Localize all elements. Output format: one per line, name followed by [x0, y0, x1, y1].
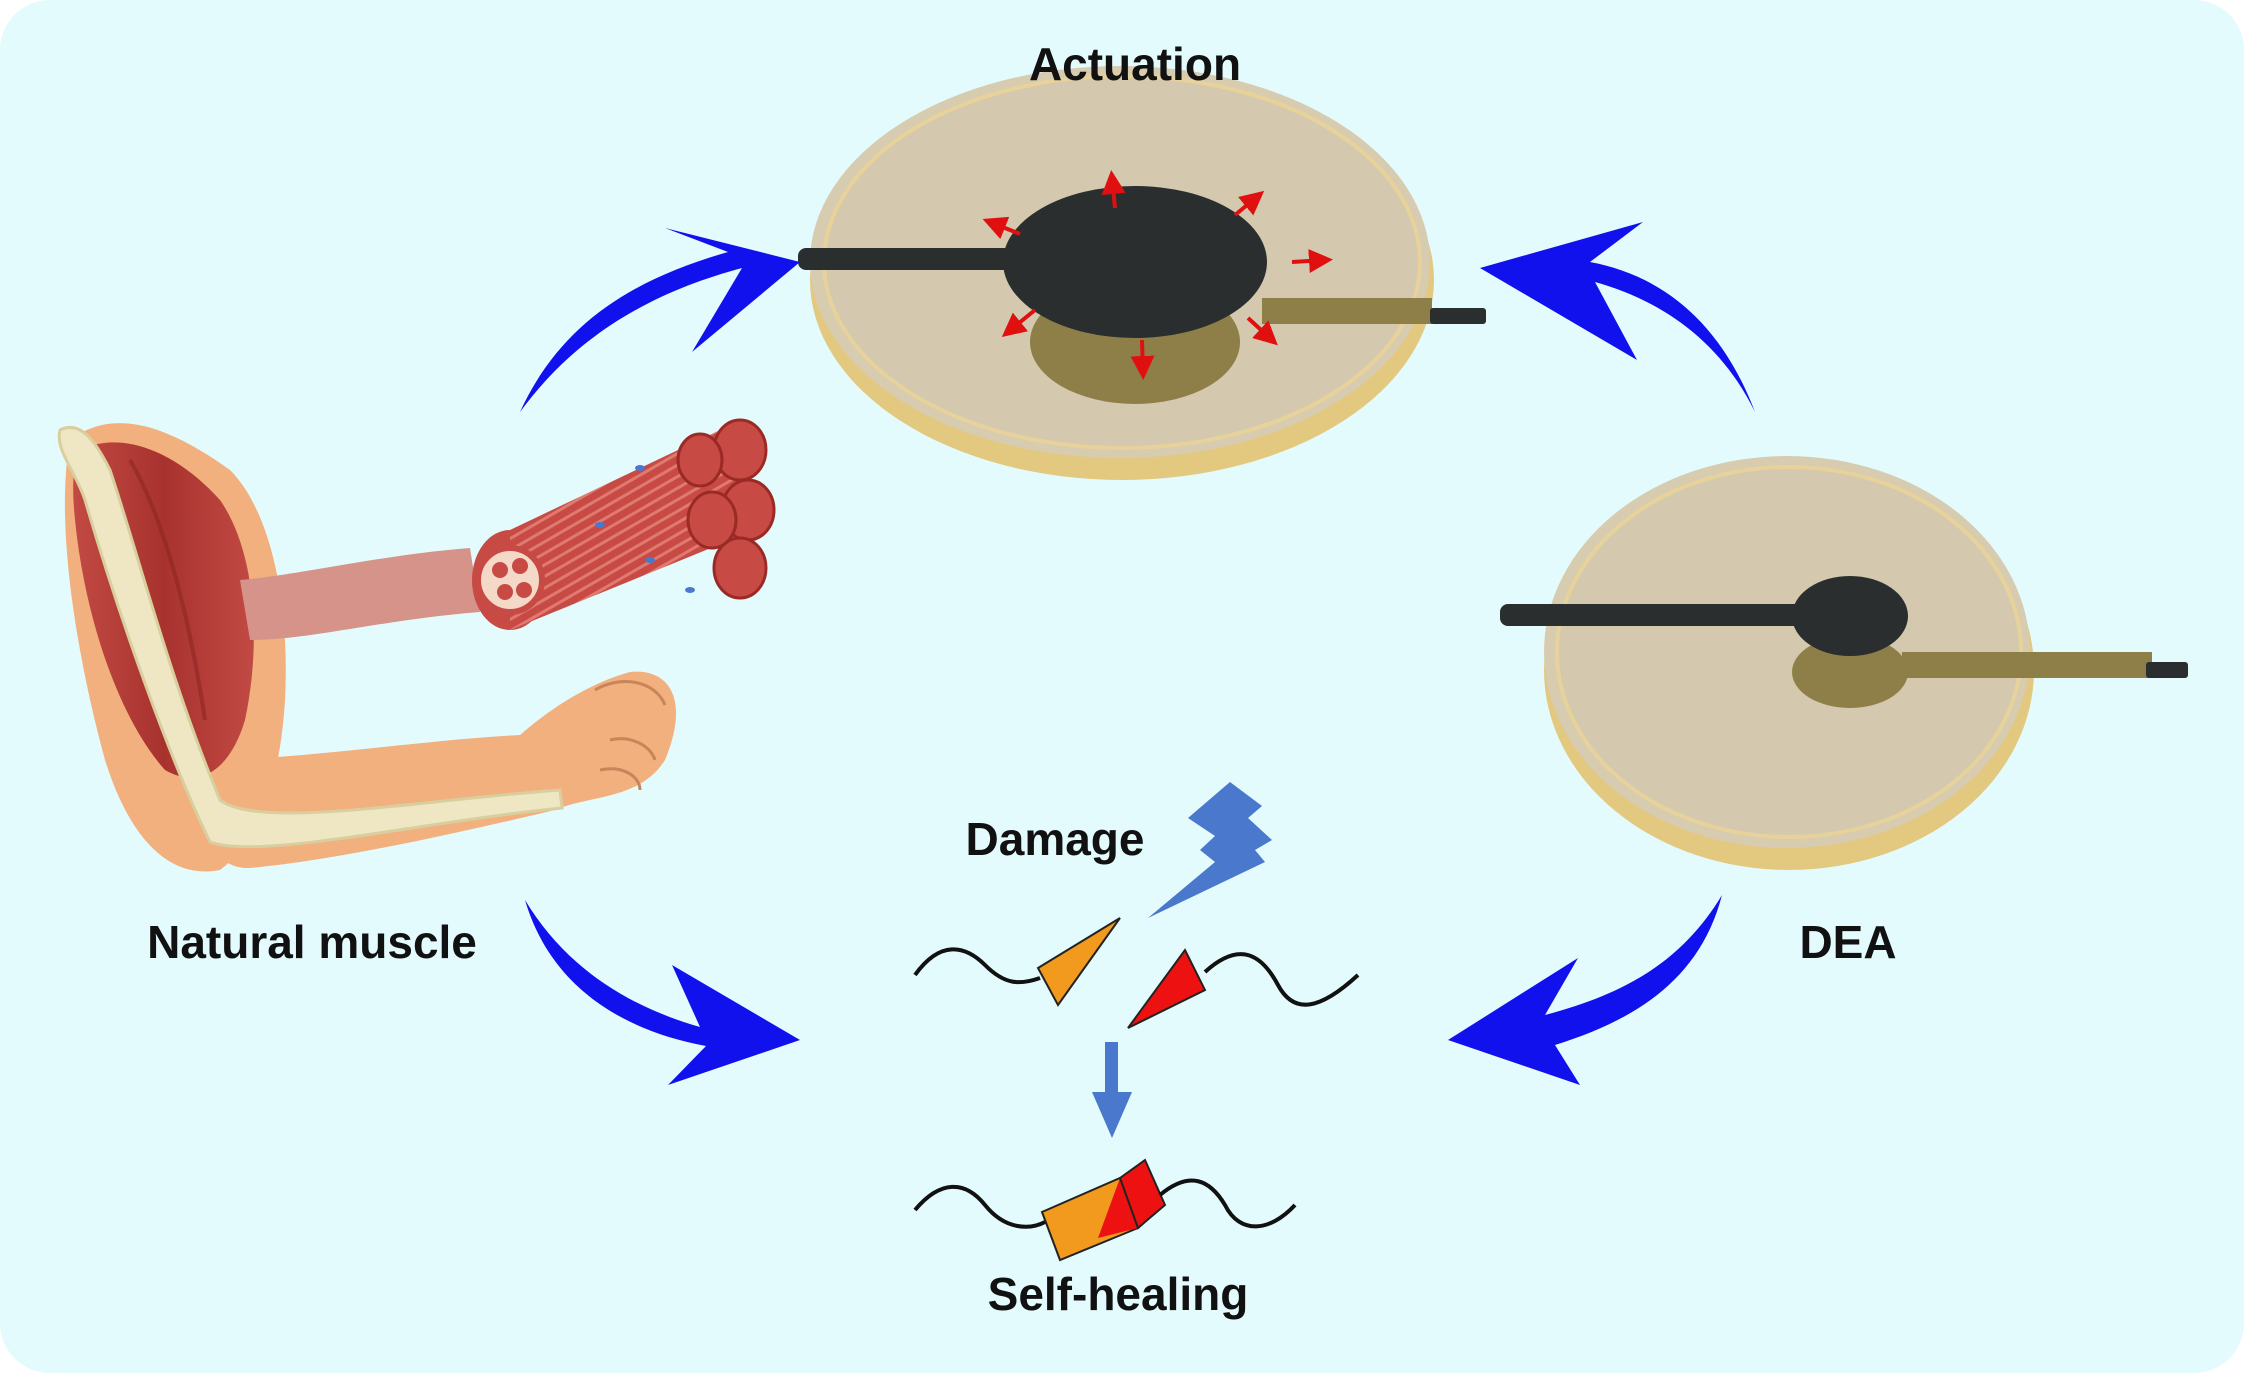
arrow-to-actuation-right — [1480, 222, 1755, 412]
dea-label: DEA — [1799, 916, 1896, 968]
natural-muscle-label: Natural muscle — [147, 916, 477, 968]
damage-schematic — [913, 782, 1360, 1138]
dea-rest-icon — [1500, 456, 2188, 870]
lightning-bolt-icon — [1148, 782, 1272, 918]
actuation-label: Actuation — [1029, 38, 1241, 90]
muscle-fiber-bundle-icon — [472, 418, 776, 630]
down-arrow-icon — [1092, 1042, 1132, 1138]
damage-label: Damage — [966, 813, 1145, 865]
self-healing-label: Self-healing — [988, 1268, 1249, 1320]
expansion-arrows — [982, 170, 1333, 380]
dea-actuated-icon — [798, 66, 1486, 480]
arrow-to-healing-left — [525, 900, 800, 1085]
cycle-arrows — [520, 222, 1755, 1085]
arrow-to-healing-right — [1448, 895, 1722, 1085]
healed-schematic — [913, 1158, 1297, 1262]
flexed-arm-icon — [57, 423, 677, 872]
